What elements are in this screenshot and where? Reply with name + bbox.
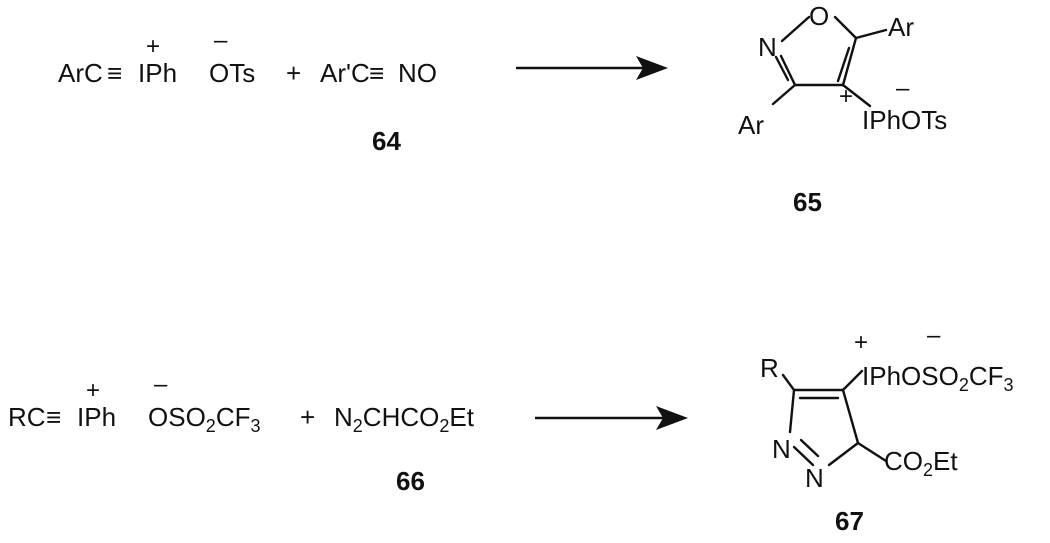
iodonium-triflate: IPhOSO2CF3 [862,361,1014,395]
anion-charge: – [214,27,228,54]
pyrazoline-product: R N N + – IPhOSO2CF3 CO2Et [760,322,1014,493]
ring-nitrogen: N [758,32,777,62]
reactant-b-right: NO [398,58,437,88]
counterion: OTs [209,58,255,88]
bond-c5-c3 [841,388,860,445]
arrow-head [656,406,688,430]
bond-c5-c4-inner [836,46,851,83]
anion-charge: – [927,322,941,349]
triple-bond-glyph: ≡ [369,58,384,88]
cation-charge: + [86,377,100,404]
bond-c3-ester [856,441,888,463]
bond-c3-n-inner [774,55,790,82]
bond-n2-n1 [792,445,815,467]
cation-charge: + [839,83,853,110]
compound-label-65: 65 [793,187,822,217]
alkynyliodonium-tosylate: ArC ≡ IPh + – OTs [58,27,255,88]
ring-nitrogen-1: N [772,434,791,464]
diazo-formula: N2CHCO2Et [334,402,475,436]
ethyl-diazoacetate: N2CHCO2Et [334,402,475,436]
triple-bond-glyph: ≡ [46,402,61,432]
reactant-a-right: IPh [138,58,177,88]
anion-charge: – [896,75,910,102]
bond-o-c5 [833,15,858,40]
reaction-1: ArC ≡ IPh + – OTs + Ar'C ≡ NO 64 [58,1,947,217]
compound-label-66: 66 [396,466,425,496]
bond-c3-n [779,54,797,87]
compound-label-64: 64 [372,126,401,156]
arrow-head [636,56,668,80]
compound-label-67: 67 [835,506,864,536]
substituent-ar-5: Ar [888,12,914,42]
bond-c5-c4 [841,36,858,87]
cation-charge: + [854,329,868,356]
iodonium-tosylate: IPhOTs [862,105,947,135]
plus-sign: + [300,402,315,432]
bond-n1-c4 [788,388,796,434]
bond-c4-r [781,373,796,392]
triflate-counterion: OSO2CF3 [148,402,261,436]
anion-charge: – [154,371,168,398]
isoxazole-product: O N Ar Ar + – IPhOTs [738,1,947,140]
reactant-a-left: ArC [58,58,103,88]
ring-oxygen: O [809,1,829,31]
reaction-arrow [516,56,668,80]
reactant-a-left: RC [8,402,46,432]
reaction-arrow [535,406,688,430]
bond-n-o [780,15,811,43]
bond-c5-i [841,369,864,392]
bond-c3-ar [771,83,797,106]
reactant-b-left: Ar'C [320,58,370,88]
bond-c5-ar [854,28,888,40]
bond-n2-n1-inner [799,438,820,458]
substituent-ar-3: Ar [738,110,764,140]
bond-c3-n2 [827,441,860,467]
plus-sign: + [286,58,301,88]
ester-group: CO2Et [884,446,958,480]
bond-c4-i [841,83,872,108]
cation-charge: + [146,33,160,60]
alkynyliodonium-triflate: RC ≡ IPh + – OSO2CF3 [8,371,261,436]
substituent-r: R [760,353,779,383]
triple-bond-glyph: ≡ [107,58,122,88]
ring-nitrogen-2: N [805,463,824,493]
nitrile-oxide: Ar'C ≡ NO [320,58,437,88]
reaction-2: RC ≡ IPh + – OSO2CF3 + N2CHCO2Et 66 [8,322,1014,536]
reactant-a-right: IPh [77,402,116,432]
